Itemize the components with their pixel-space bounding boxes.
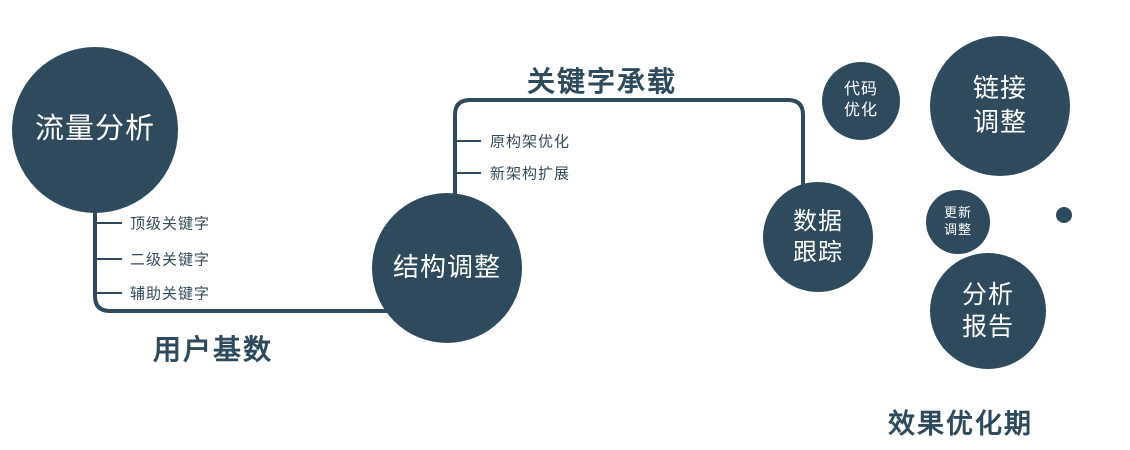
connector-structure-to-tracking bbox=[453, 98, 805, 196]
bullet-dot bbox=[1056, 207, 1072, 223]
caption-effect-optimization-period: 效果优化期 bbox=[888, 409, 1033, 439]
branch-label-secondary-keywords: 二级关键字 bbox=[130, 251, 211, 269]
node-link-adjustment: 链接 调整 bbox=[930, 36, 1070, 176]
edge-label-user-base: 用户基数 bbox=[153, 334, 274, 365]
branch-label-original-architecture-optimization: 原构架优化 bbox=[490, 133, 571, 151]
edge-label-keyword-bearing: 关键字承载 bbox=[527, 66, 678, 97]
node-analysis-report: 分析 报告 bbox=[930, 253, 1046, 369]
connector-traffic-to-structure bbox=[93, 200, 392, 313]
branch-label-new-architecture-expansion: 新架构扩展 bbox=[490, 165, 571, 183]
branch-label-top-keywords: 顶级关键字 bbox=[130, 215, 211, 233]
node-data-tracking: 数据 跟踪 bbox=[763, 182, 873, 292]
node-structure-adjustment: 结构调整 bbox=[372, 193, 522, 343]
node-traffic-analysis: 流量分析 bbox=[12, 47, 178, 213]
node-update-adjustment: 更新 调整 bbox=[926, 190, 990, 254]
branch-label-auxiliary-keywords: 辅助关键字 bbox=[130, 285, 211, 303]
node-code-optimization: 代码 优化 bbox=[822, 62, 900, 140]
